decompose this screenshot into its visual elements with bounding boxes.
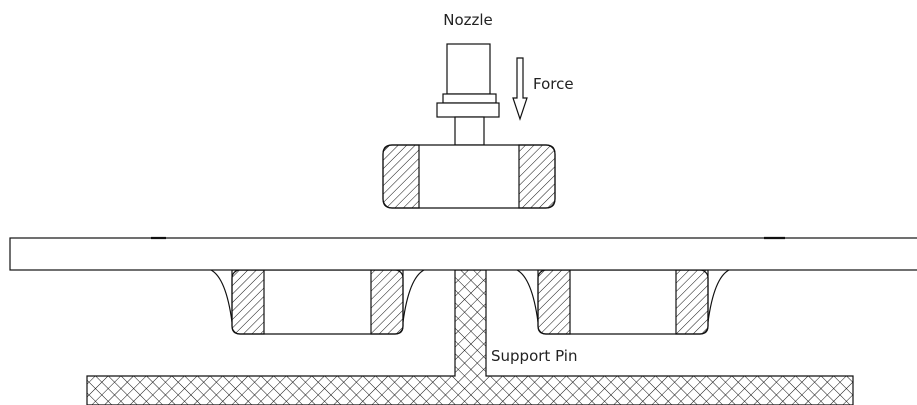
bottom-component-right xyxy=(537,269,709,335)
solder-fillet-right-inner xyxy=(707,269,730,323)
solder-fillet-right-outer xyxy=(516,269,539,323)
nozzle xyxy=(436,43,500,146)
nozzle-label: Nozzle xyxy=(443,11,493,29)
picked-component xyxy=(382,144,556,209)
nozzle-tip xyxy=(454,116,485,146)
force-arrow-shape xyxy=(512,57,528,121)
picked-component-right-terminal xyxy=(518,144,556,209)
force-arrow xyxy=(512,57,528,121)
bottom-component-right-terminal-a xyxy=(537,269,571,335)
solder-fillets xyxy=(210,269,730,323)
bottom-component-right-terminal-b xyxy=(675,269,709,335)
picked-component-left-terminal xyxy=(382,144,420,209)
pcb-board xyxy=(9,237,917,271)
bottom-component-left-terminal-b xyxy=(370,269,404,335)
bottom-component-left-terminal-a xyxy=(231,269,265,335)
nozzle-collar xyxy=(442,93,497,104)
support-pin-label: Support Pin xyxy=(491,347,577,365)
support-pin xyxy=(86,269,854,405)
solder-fillet-left-inner xyxy=(402,269,425,323)
nozzle-upper-body xyxy=(446,43,491,95)
bottom-component-left xyxy=(231,269,404,335)
solder-fillet-left-outer xyxy=(210,269,233,323)
nozzle-flange xyxy=(436,102,500,118)
force-label: Force xyxy=(533,75,574,93)
